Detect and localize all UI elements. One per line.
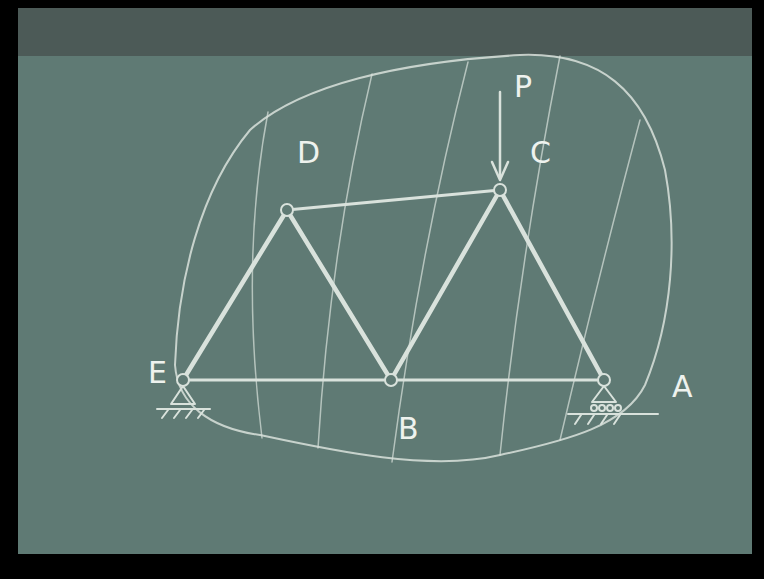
roller-support xyxy=(568,386,658,424)
section-hatch xyxy=(252,56,640,462)
joint-label: D xyxy=(297,138,320,168)
truss-members xyxy=(183,190,604,380)
joint-label: A xyxy=(672,372,693,402)
joints xyxy=(177,184,610,386)
load-arrow xyxy=(492,92,508,180)
joint-label: P xyxy=(514,72,532,102)
board xyxy=(18,8,752,554)
board-edge xyxy=(18,8,752,56)
joint-label: B xyxy=(398,414,419,444)
joint-label: C xyxy=(530,138,551,168)
pin-support xyxy=(157,386,210,418)
truss-chords xyxy=(183,190,604,380)
joint-label: E xyxy=(148,358,167,388)
free-body-outline xyxy=(175,55,672,461)
